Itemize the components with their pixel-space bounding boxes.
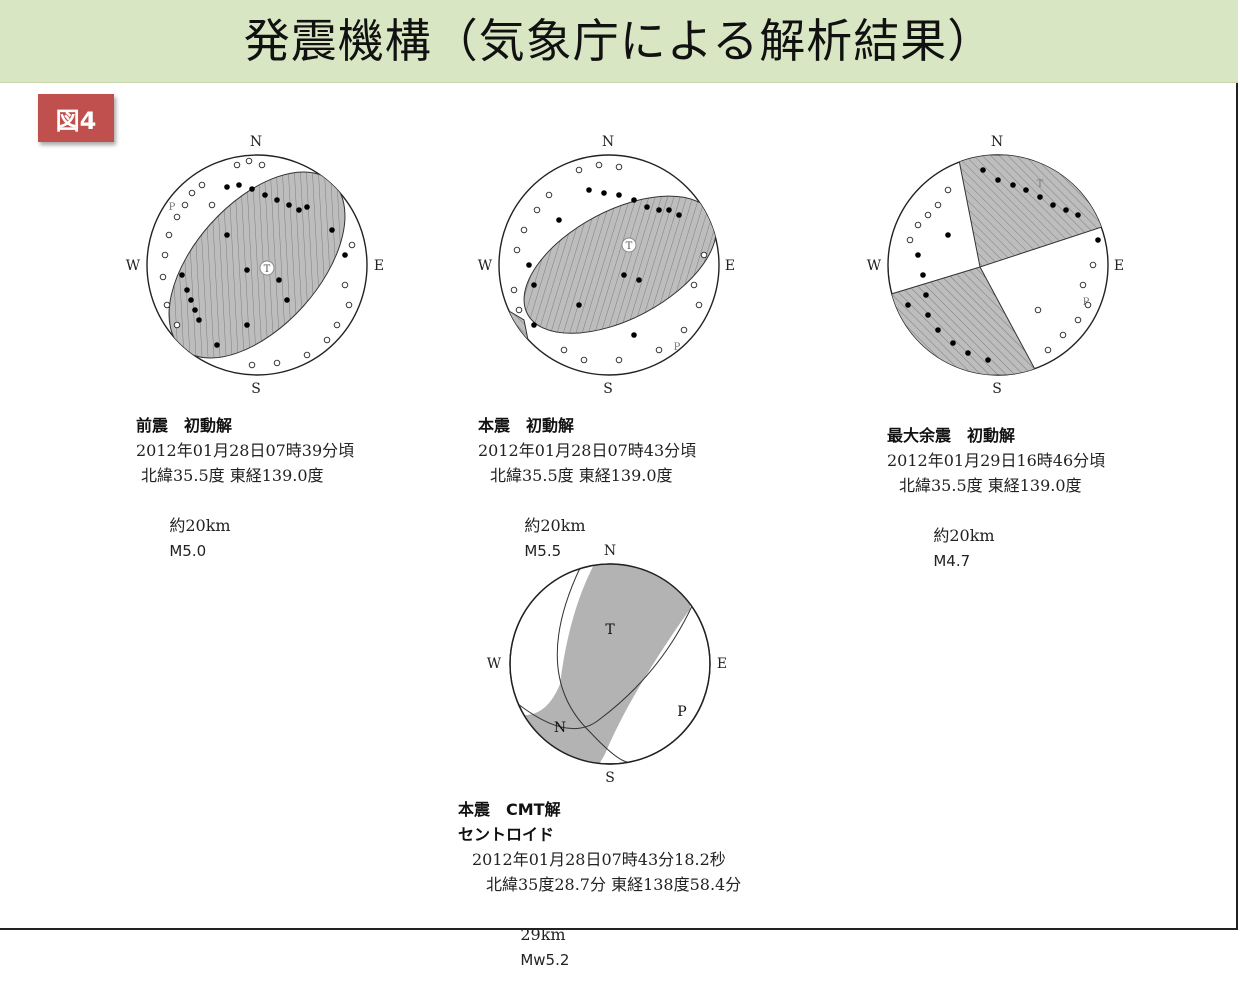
- caption-magnitude: M4.7: [933, 552, 971, 570]
- first-motion-dots: [179, 182, 348, 348]
- beachball-foreshock: T P: [146, 154, 368, 376]
- caption-foreshock: 前震 初動解 2012年01月28日07時39分頃 北緯35.5度 東経139.…: [136, 413, 354, 589]
- title-bar: 発震機構（気象庁による解析結果）: [0, 0, 1238, 83]
- beachball-aftershock: T P: [887, 154, 1109, 376]
- south-label: S: [251, 381, 261, 397]
- caption-mainshock: 本震 初動解 2012年01月28日07時43分頃 北緯35.5度 東経139.…: [478, 413, 696, 589]
- caption-location: 北緯35度28.7分 東経138度58.4分: [486, 875, 742, 894]
- south-label: S: [992, 381, 1002, 397]
- dilatation-circles: [906, 186, 1097, 354]
- west-label: W: [866, 258, 882, 274]
- caption-subtitle: セントロイド: [458, 825, 555, 844]
- t-axis-marker: [259, 260, 275, 276]
- west-label: W: [486, 656, 502, 672]
- t-axis-label: T: [1037, 179, 1044, 190]
- caption-location: 北緯35.5度 東経139.0度: [899, 476, 1082, 495]
- north-label: N: [990, 134, 1004, 150]
- t-axis-label: T: [626, 241, 633, 252]
- caption-depth: 約20km: [933, 526, 995, 545]
- west-label: W: [125, 258, 141, 274]
- caption-title: 本震 初動解: [478, 416, 575, 435]
- caption-depth: 約20km: [169, 516, 231, 535]
- caption-title: 本震 CMT解: [458, 800, 561, 819]
- beachball-mainshock: T P: [498, 154, 720, 376]
- south-label: S: [605, 770, 615, 786]
- caption-title: 最大余震 初動解: [887, 426, 1016, 445]
- caption-cmt: 本震 CMT解 セントロイド 2012年01月28日07時43分18.2秒 北緯…: [458, 797, 741, 998]
- east-label: E: [373, 258, 385, 274]
- figure-label-badge: 図4: [38, 94, 114, 142]
- t-axis-marker: [621, 237, 637, 253]
- caption-depth: 29km: [520, 925, 566, 944]
- p-axis-label: P: [169, 202, 176, 213]
- nodal-plane-1: [556, 567, 631, 763]
- north-label: N: [601, 134, 615, 150]
- south-label: S: [603, 381, 613, 397]
- t-axis-label: T: [605, 622, 615, 638]
- dilatation-circles: [159, 157, 356, 369]
- beachball-cmt: T P N: [509, 563, 711, 765]
- caption-datetime: 2012年01月28日07時43分18.2秒: [472, 850, 726, 869]
- north-label: N: [249, 134, 263, 150]
- dilatation-circles: [510, 161, 708, 364]
- caption-magnitude: M5.5: [524, 542, 562, 560]
- p-axis-label: P: [674, 342, 681, 353]
- caption-location: 北緯35.5度 東経139.0度: [141, 466, 324, 485]
- caption-magnitude: Mw5.2: [520, 951, 570, 969]
- nodal-plane-2: [517, 605, 693, 730]
- compression-quadrant-north: [957, 155, 1108, 268]
- p-axis-label: P: [677, 704, 686, 720]
- t-axis-label: T: [264, 264, 271, 275]
- caption-datetime: 2012年01月28日07時43分頃: [478, 441, 697, 460]
- north-label: N: [603, 543, 617, 559]
- caption-magnitude: M5.0: [169, 542, 207, 560]
- caption-aftershock: 最大余震 初動解 2012年01月29日16時46分頃 北緯35.5度 東経13…: [887, 423, 1105, 599]
- n-axis-label: N: [554, 720, 566, 736]
- caption-datetime: 2012年01月29日16時46分頃: [887, 451, 1106, 470]
- east-label: E: [716, 656, 728, 672]
- first-motion-dots: [905, 167, 1101, 363]
- caption-datetime: 2012年01月28日07時39分頃: [136, 441, 355, 460]
- east-label: E: [1113, 258, 1125, 274]
- west-label: W: [477, 258, 493, 274]
- p-axis-label: P: [1083, 297, 1090, 308]
- caption-depth: 約20km: [524, 516, 586, 535]
- first-motion-dots: [526, 187, 682, 338]
- east-label: E: [724, 258, 736, 274]
- page-title: 発震機構（気象庁による解析結果）: [243, 14, 995, 68]
- caption-location: 北緯35.5度 東経139.0度: [490, 466, 673, 485]
- caption-title: 前震 初動解: [136, 416, 233, 435]
- slide-frame: [0, 0, 1238, 930]
